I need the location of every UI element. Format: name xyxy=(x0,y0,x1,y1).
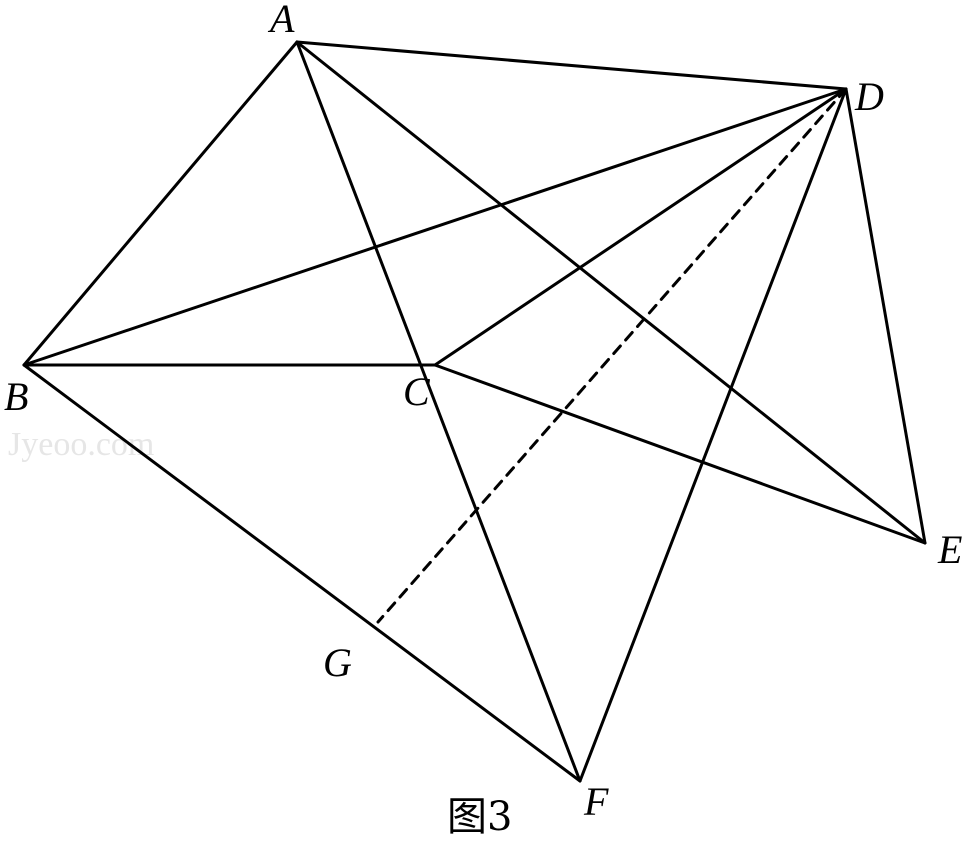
point-labels-group: A B C D E F G xyxy=(4,0,962,824)
segment-ae xyxy=(295,40,927,545)
segment-ce xyxy=(433,363,927,545)
point-label-f: F xyxy=(583,779,609,824)
segment-dg xyxy=(376,87,848,624)
segment-ab xyxy=(22,40,299,367)
segment-ad xyxy=(295,40,848,91)
point-label-e: E xyxy=(937,527,962,572)
segments-group xyxy=(22,40,927,783)
point-label-g: G xyxy=(323,640,352,685)
point-label-c: C xyxy=(403,369,431,414)
segment-af xyxy=(295,40,582,783)
point-label-b: B xyxy=(4,374,28,419)
segment-cd xyxy=(433,87,848,367)
point-label-d: D xyxy=(854,74,884,119)
segment-df xyxy=(578,87,848,783)
segment-de xyxy=(844,87,927,545)
segment-bd xyxy=(22,87,848,367)
segment-bf xyxy=(22,363,582,783)
point-label-a: A xyxy=(267,0,295,41)
figure-caption: 图3 xyxy=(447,794,512,840)
